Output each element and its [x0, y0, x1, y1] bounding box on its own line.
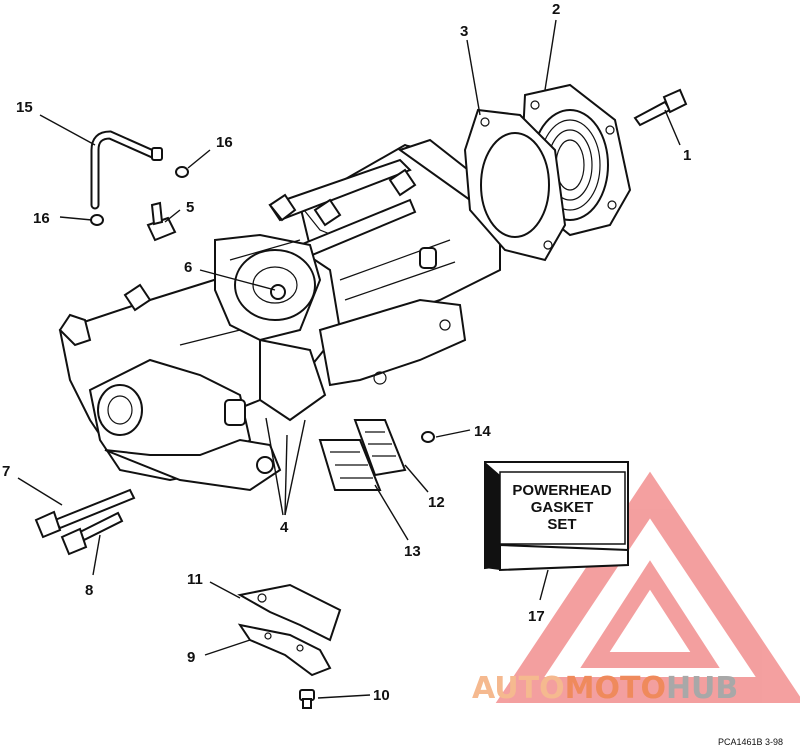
plate-part-11 — [237, 583, 342, 642]
callout-15: 15 — [16, 99, 33, 116]
reed-gasket-part-13 — [318, 439, 382, 491]
callout-labels: 1 2 3 4 5 6 7 8 9 10 11 12 13 14 15 16 1… — [2, 1, 691, 704]
watermark-hub: HUB — [666, 671, 738, 706]
bolt-part-10 — [299, 689, 315, 709]
box-label-line2: GASKET — [531, 499, 594, 516]
callout-6: 6 — [184, 259, 192, 276]
bolt-part-7 — [34, 488, 136, 539]
callout-16-lower: 16 — [33, 210, 50, 227]
hose-part-15 — [90, 130, 163, 210]
callout-9: 9 — [187, 649, 195, 666]
watermark-moto: MOTO — [565, 671, 666, 706]
callout-17: 17 — [528, 608, 545, 625]
bolt-part-8 — [60, 511, 124, 556]
callout-7: 7 — [2, 463, 10, 480]
fitting-part-5 — [146, 201, 177, 242]
watermark-text: AUTOMOTOHUB — [472, 671, 738, 706]
callout-3: 3 — [460, 23, 468, 40]
callout-14: 14 — [474, 423, 491, 440]
watermark-logo: AUTOMOTOHUB — [472, 671, 738, 706]
callout-11: 11 — [187, 571, 203, 588]
callout-4: 4 — [280, 519, 289, 536]
reed-plate-part-12 — [353, 419, 407, 477]
plate-part-9 — [237, 623, 332, 677]
callout-5: 5 — [186, 199, 194, 216]
drawing-code: PCA1461B 3-98 — [718, 737, 783, 747]
callout-1: 1 — [683, 147, 691, 164]
gasket-set-box-part-17: POWERHEAD GASKET SET — [484, 461, 629, 572]
bolt-part-1 — [633, 88, 688, 127]
powerhead-block — [58, 138, 502, 492]
clamp-part-16-upper — [175, 166, 189, 178]
callout-16-upper: 16 — [216, 134, 233, 151]
callout-2: 2 — [552, 1, 560, 18]
callout-12: 12 — [428, 494, 445, 511]
box-label-line1: POWERHEAD — [512, 482, 611, 499]
callout-10: 10 — [373, 687, 390, 704]
watermark-triangle — [495, 471, 800, 703]
callout-8: 8 — [85, 582, 93, 599]
clamp-part-16-lower — [90, 214, 104, 226]
gasket-part-3 — [463, 108, 567, 262]
callout-13: 13 — [404, 543, 421, 560]
watermark-auto: AUTO — [472, 671, 565, 706]
screw-part-14 — [421, 431, 435, 443]
box-label-line3: SET — [547, 516, 576, 533]
leader-lines — [17, 19, 681, 699]
